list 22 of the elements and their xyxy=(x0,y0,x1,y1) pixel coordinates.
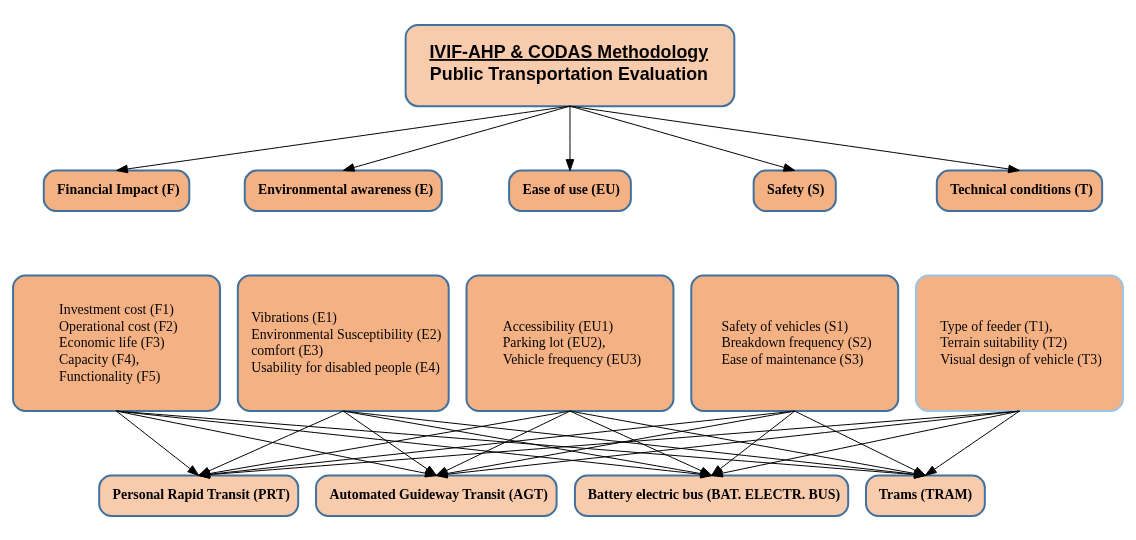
arrow xyxy=(342,105,571,172)
node-box: Investment cost (F1) Operational cost (F2) Economic life (F3) Capacity (F4), Functionality (F5) xyxy=(12,273,221,412)
node-box: Ease of use (EU) xyxy=(508,169,632,212)
arrow xyxy=(116,410,200,476)
node-box: Automated Guideway Transit (AGT) xyxy=(315,473,558,517)
node-box: Technical conditions (T) xyxy=(935,169,1104,212)
node-box: Safety of vehicles (S1) Breakdown frequency (S2) Ease of maintenance (S3) xyxy=(690,273,900,412)
node-box: Safety (S) xyxy=(752,169,837,212)
arrow xyxy=(569,105,1020,173)
node-box: Personal Rapid Transit (PRT) xyxy=(98,473,300,517)
node-box: Environmental awareness (E) xyxy=(243,169,443,212)
node-box: Vibrations (E1) Environmental Susceptibility (E2) comfort (E3) Usability for disabled people (E4) xyxy=(236,273,450,412)
node-box: IVIF-AHP & CODAS Methodology Public Transportation Evaluation xyxy=(404,23,736,107)
arrow xyxy=(565,105,575,171)
arrow xyxy=(569,105,796,172)
arrow xyxy=(924,410,1020,476)
node-box: Battery electric bus (BAT. ELECTR. BUS) xyxy=(573,473,850,517)
arrow xyxy=(116,105,571,173)
node-box: Accessibility (EU1) Parking lot (EU2), Vehicle frequency (EU3) xyxy=(465,273,675,412)
node-box: Financial Impact (F) xyxy=(42,169,191,212)
node-box: Type of feeder (T1), Terrain suitability (T2) Visual design of vehicle (T3) xyxy=(915,273,1124,412)
node-box: Trams (TRAM) xyxy=(865,473,986,517)
